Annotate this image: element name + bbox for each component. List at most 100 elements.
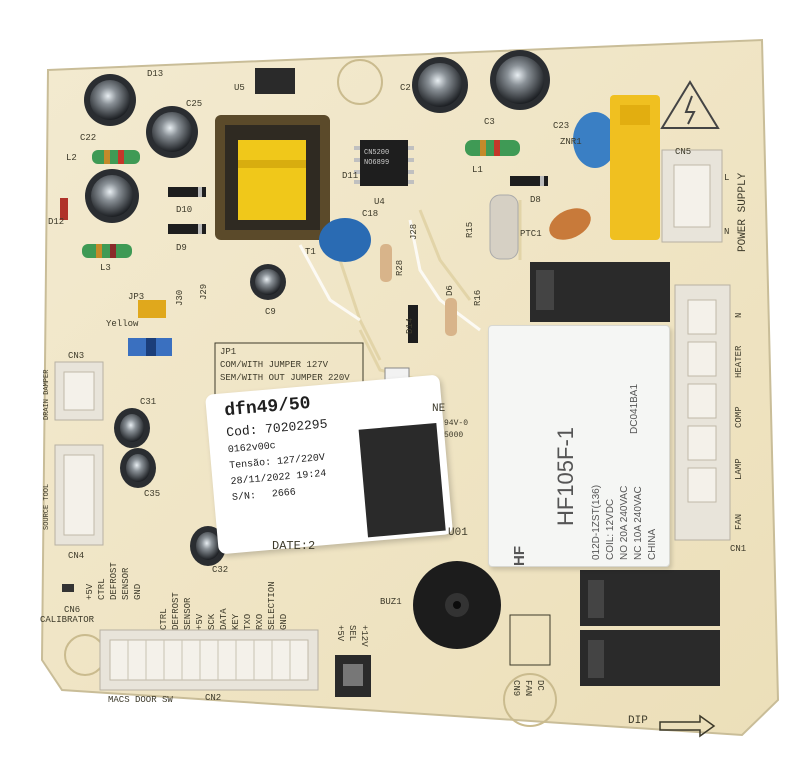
sel-pin-12v: +12V	[359, 625, 369, 647]
silk-cn1: CN1	[730, 544, 747, 554]
cn2-pin-ctrl: CTRL	[159, 608, 169, 630]
product-label: dfn49/50 Cod: 70202295 0162v00c Tensão: …	[205, 374, 454, 555]
sel-pin-5v: +5V	[335, 625, 345, 642]
silk-znr1: ZNR1	[560, 137, 582, 147]
silk-t1: T1	[305, 247, 316, 257]
dip-arrow-icon	[659, 714, 716, 738]
cn2-pin-txo: TXO	[243, 613, 253, 630]
power-supply-label: POWER SUPPLY	[737, 172, 749, 252]
diode-d12	[60, 198, 68, 220]
label-redaction-block	[358, 422, 446, 538]
varistor-znr1	[573, 112, 617, 168]
relay-model: HF105F-1	[553, 426, 578, 526]
relay-spec-5: CHINA	[647, 528, 658, 560]
silk-d13: D13	[147, 69, 164, 79]
jumper-note-line1: COM/WITH JUMPER 127V	[220, 360, 329, 370]
capacitor-c9	[250, 264, 286, 300]
silk-c18: C18	[362, 209, 379, 219]
partial-5000: 5000	[444, 431, 464, 440]
diode-d9	[168, 224, 206, 234]
cn1-pin-lamp: LAMP	[734, 458, 744, 480]
jumper-note-line2: SEM/WITH OUT JUMPER 220V	[220, 373, 350, 383]
silk-cn6: CN6	[64, 605, 81, 615]
hazard-icon	[660, 80, 720, 129]
silk-r16: R16	[473, 289, 483, 306]
silk-d14: D14	[405, 317, 415, 334]
resistor-r16	[445, 298, 457, 336]
cn5-pin-l: L	[724, 173, 730, 183]
cn1-pin-heater: HEATER	[734, 345, 744, 378]
mount-hole-bottom-mid	[503, 673, 557, 727]
cn4-label: SOURCE TOOL	[43, 483, 51, 530]
inductor-l2	[92, 150, 140, 164]
label-serial: 2666	[271, 487, 297, 501]
silk-j30: J30	[175, 289, 185, 306]
relay-hf105f: HF HF105F-1 012D-1ZST(136) COIL: 12VDC N…	[488, 325, 670, 567]
silk-d8: D8	[530, 195, 541, 205]
inductor-l1	[465, 140, 520, 156]
silk-j28: J28	[409, 223, 419, 240]
silk-cn5: CN5	[675, 147, 692, 157]
silk-j29: J29	[199, 283, 209, 300]
silk-l1: L1	[472, 165, 483, 175]
relay-brand: HF	[511, 546, 528, 566]
label-version: 0162v00c	[227, 441, 277, 457]
varistor-c18	[319, 218, 371, 262]
label-title: dfn49/50	[223, 393, 312, 422]
capacitor-c12	[85, 169, 139, 223]
diode-d14	[408, 305, 418, 343]
relay-spec-1: 012D-1ZST(136)	[591, 484, 602, 560]
x-capacitor	[610, 95, 660, 240]
cn5-pin-n: N	[724, 227, 730, 237]
resistor-r28	[380, 244, 392, 282]
silk-cn2: CN2	[205, 693, 222, 703]
resistor-r15	[489, 194, 519, 260]
silk-cn3: CN3	[68, 351, 85, 361]
cn6-pin-defrost: DEFROST	[109, 562, 119, 600]
yellow-label: Yellow	[106, 319, 139, 329]
cn6-pin-sensor: SENSOR	[121, 567, 131, 600]
cn2-pin-data: DATA	[219, 608, 229, 630]
silk-c3: C3	[484, 117, 495, 127]
silk-c25: C25	[186, 99, 203, 109]
relay-code: DC041BA1	[629, 383, 640, 434]
cn2-pin-selection: SELECTION	[267, 581, 277, 630]
silk-u5: U5	[234, 83, 245, 93]
cn3-label: DRAIN DAMPER	[43, 369, 51, 420]
silk-c9: C9	[265, 307, 276, 317]
capacitor-c35	[120, 448, 156, 488]
dip-label: DIP	[628, 715, 648, 727]
silk-c23: C23	[553, 121, 570, 131]
label-code: Cod: 70202295	[225, 416, 329, 441]
diode-d10	[168, 187, 206, 197]
silk-buz1: BUZ1	[380, 597, 402, 607]
sel-pin-sel: SEL	[347, 625, 357, 642]
silk-l3: L3	[100, 263, 111, 273]
silk-cn4: CN4	[68, 551, 85, 561]
capacitor-c2	[412, 57, 468, 113]
cn9-name: CN9	[511, 680, 521, 697]
silk-d10: D10	[176, 205, 193, 215]
capacitor-c25	[146, 106, 198, 158]
silk-d9: D9	[176, 243, 187, 253]
silk-c2: C2	[400, 83, 411, 93]
capacitor-c22	[84, 74, 136, 126]
cn9-pin-dc: DC	[535, 680, 545, 691]
silk-d6: D6	[445, 285, 455, 296]
cn6-pin-gnd: GND	[133, 583, 143, 600]
cn2-pin-sensor: SENSOR	[183, 597, 193, 630]
cn1-pin-n: N	[734, 312, 744, 318]
cn2-pin-defrost: DEFROST	[171, 592, 181, 630]
relay-spec-2: COIL: 12VDC	[605, 498, 616, 560]
capacitor-c3	[490, 50, 550, 110]
inductor-l3	[82, 244, 132, 258]
cn1-pin-fan: FAN	[734, 513, 744, 530]
silk-ptc1: PTC1	[520, 229, 542, 239]
cn9-pin-fan: FAN	[523, 680, 533, 697]
ptc-ptc1	[549, 208, 591, 240]
cn2-pin-5v: +5V	[195, 613, 205, 630]
cn2-pin-rxo: RXO	[255, 613, 265, 630]
jumper-note-title: JP1	[220, 347, 237, 357]
silk-c32: C32	[212, 565, 229, 575]
regulator-u5	[255, 68, 295, 94]
